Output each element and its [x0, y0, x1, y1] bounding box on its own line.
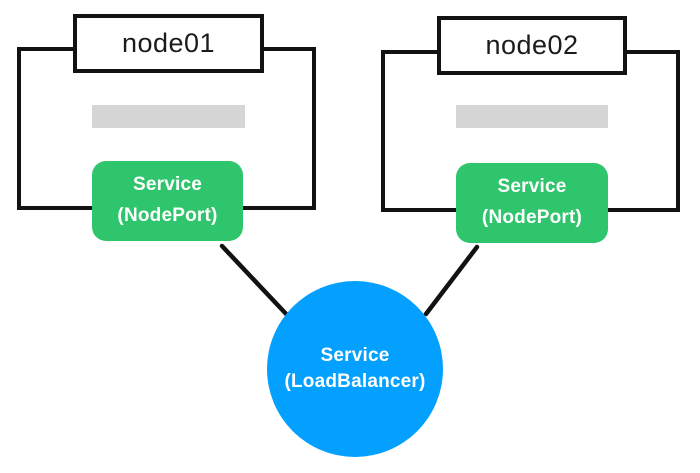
node02-label-box: node02: [437, 16, 627, 75]
connector-node02-to-loadbalancer: [423, 244, 480, 317]
node02-pod-placeholder-bar: [456, 105, 608, 128]
node01-service-nodeport: Service (NodePort): [92, 161, 243, 241]
service-nodeport-line2: (NodePort): [481, 207, 583, 228]
node01-pod-placeholder-bar: [92, 105, 245, 128]
service-nodeport-line1: Service: [497, 176, 567, 198]
service-loadbalancer-circle: Service (LoadBalancer): [267, 281, 443, 457]
node01-label: node01: [121, 28, 216, 58]
service-nodeport-line2: (NodePort): [117, 205, 218, 226]
node01-label-box: node01: [73, 14, 264, 73]
node02-service-nodeport: Service (NodePort): [456, 163, 608, 243]
service-loadbalancer-line1: Service: [320, 344, 390, 366]
connector-node01-to-loadbalancer: [219, 243, 292, 320]
node02-label: node02: [485, 30, 579, 60]
service-nodeport-line1: Service: [132, 174, 202, 196]
service-loadbalancer-line2: (LoadBalancer): [284, 370, 426, 392]
